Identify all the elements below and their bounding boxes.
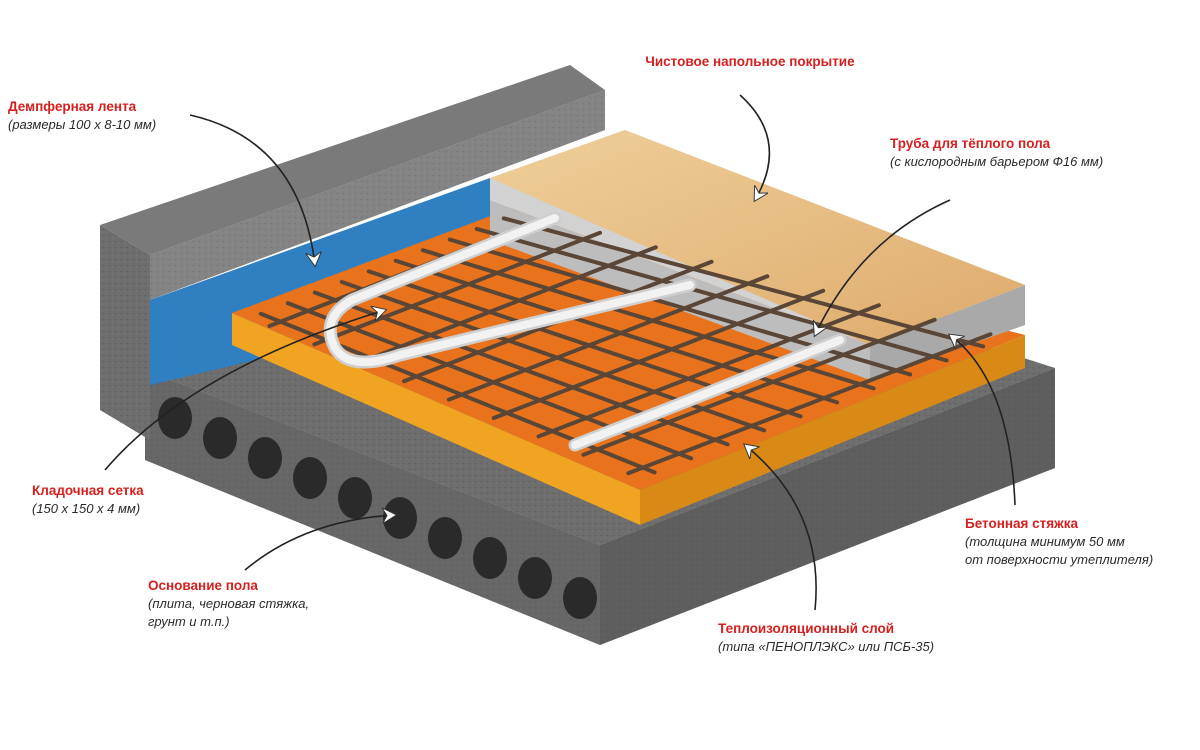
- label-pipe: Труба для тёплого пола (с кислородным ба…: [890, 136, 1104, 170]
- callout-mesh: [104, 310, 385, 471]
- slab-hole: [473, 537, 507, 579]
- label-mesh: Кладочная сетка (150 х 150 х 4 мм): [32, 483, 144, 517]
- label-screed: Бетонная стяжка (толщина минимум 50 мм о…: [965, 516, 1154, 567]
- callout-screed: [950, 335, 1016, 506]
- rebar-bar: [357, 245, 658, 365]
- callout-lines: [104, 94, 1016, 611]
- label-insulation: Теплоизоляционный слой (типа «ПЕНОПЛЭКС»…: [718, 621, 935, 655]
- rebar-bar: [581, 317, 937, 457]
- callout-finish: [739, 94, 771, 200]
- callout-pipe: [815, 199, 951, 335]
- slab-hole: [563, 577, 597, 619]
- label-base: Основание пола (плита, черновая стяжка, …: [148, 578, 310, 629]
- callout-base: [244, 515, 395, 571]
- rebar-bar: [312, 230, 603, 347]
- insulation-layer: [232, 205, 1025, 525]
- label-finish-floor: Чистовое напольное покрытие: [645, 54, 855, 69]
- slab-hole: [338, 477, 372, 519]
- rebar-bar: [491, 288, 826, 420]
- slab-hole: [383, 497, 417, 539]
- slab-hole: [293, 457, 327, 499]
- slab-hole: [248, 437, 282, 479]
- rebar-mesh: [258, 216, 993, 476]
- slab-hole: [428, 517, 462, 559]
- slab-hole: [203, 417, 237, 459]
- back-wall: [100, 65, 605, 440]
- label-damper-tape: Демпферная лента (размеры 100 х 8-10 мм): [8, 99, 157, 133]
- callout-damper: [189, 114, 315, 265]
- rebar-bar: [626, 332, 993, 476]
- callout-insulation: [745, 445, 817, 611]
- slab-hole: [518, 557, 552, 599]
- rebar-bar: [446, 274, 770, 402]
- slab-hole: [158, 397, 192, 439]
